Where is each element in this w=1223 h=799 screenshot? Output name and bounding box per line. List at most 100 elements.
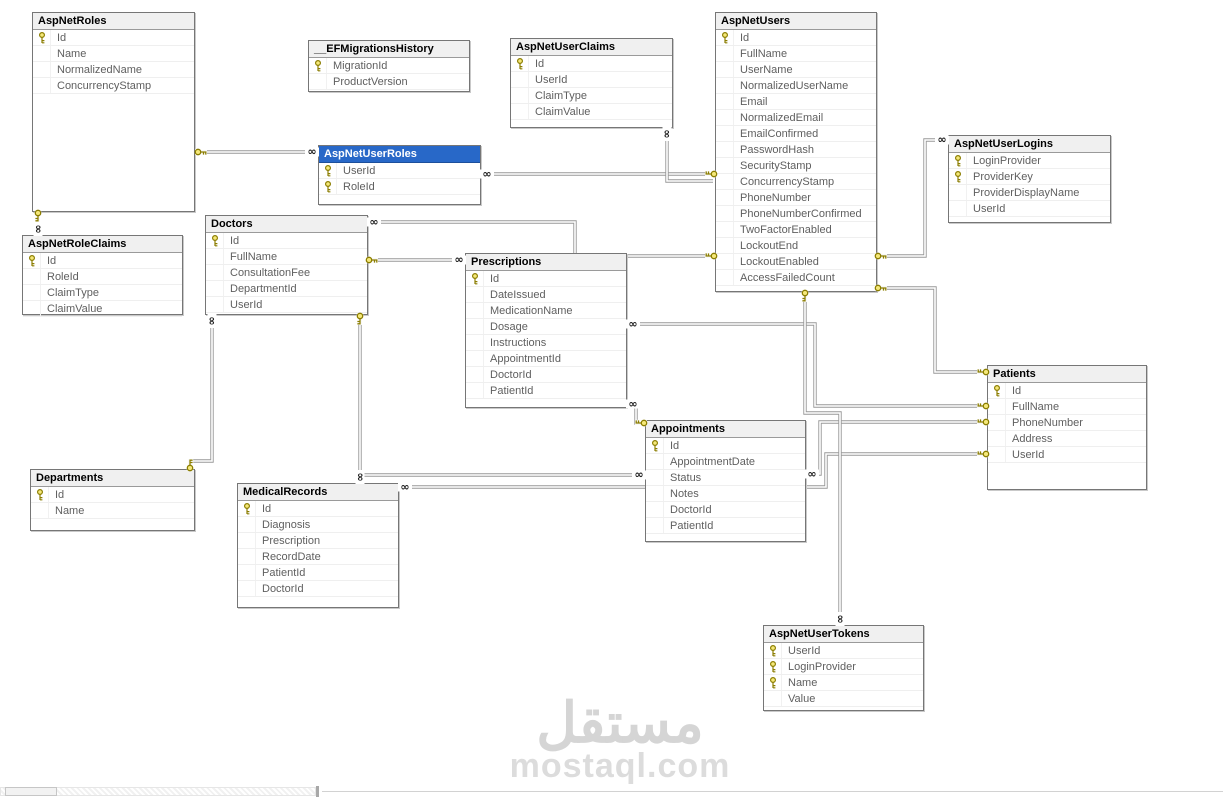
column-row[interactable]: PhoneNumber <box>716 190 876 206</box>
table-title[interactable]: Doctors <box>206 216 367 233</box>
column-row[interactable]: Address <box>988 431 1146 447</box>
column-row[interactable]: DoctorId <box>646 502 805 518</box>
column-row[interactable]: Id <box>31 487 194 503</box>
table-title[interactable]: AspNetUserTokens <box>764 626 923 643</box>
column-row[interactable]: RoleId <box>23 269 182 285</box>
column-row[interactable]: MigrationId <box>309 58 469 74</box>
column-row[interactable]: Id <box>238 501 398 517</box>
relationship-Patients-Prescriptions[interactable] <box>627 322 987 408</box>
column-row[interactable]: Id <box>23 253 182 269</box>
column-row[interactable]: PatientId <box>646 518 805 534</box>
relationship-AspNetUsers-AspNetUserTokens[interactable] <box>803 292 842 625</box>
column-row[interactable]: Diagnosis <box>238 517 398 533</box>
column-row[interactable]: LoginProvider <box>949 153 1110 169</box>
column-row[interactable]: ConcurrencyStamp <box>716 174 876 190</box>
column-row[interactable]: PhoneNumberConfirmed <box>716 206 876 222</box>
column-row[interactable]: Id <box>646 438 805 454</box>
column-row[interactable]: ClaimType <box>511 88 672 104</box>
table-title[interactable]: Departments <box>31 470 194 487</box>
column-row[interactable]: DepartmentId <box>206 281 367 297</box>
column-row[interactable]: PatientId <box>238 565 398 581</box>
column-row[interactable]: UserName <box>716 62 876 78</box>
column-row[interactable]: Name <box>31 503 194 519</box>
column-row[interactable]: UserId <box>511 72 672 88</box>
relationship-AspNetUsers-Patients[interactable] <box>877 286 987 374</box>
column-row[interactable]: ConcurrencyStamp <box>33 78 194 94</box>
relationship-Patients-Appointments[interactable] <box>806 420 987 476</box>
column-row[interactable]: Prescription <box>238 533 398 549</box>
column-row[interactable]: ClaimValue <box>23 301 182 317</box>
column-row[interactable]: FullName <box>716 46 876 62</box>
table-title[interactable]: AspNetUserClaims <box>511 39 672 56</box>
table-title[interactable]: AspNetRoleClaims <box>23 236 182 253</box>
column-row[interactable]: PatientId <box>466 383 626 399</box>
relationship-Appointments-Prescriptions[interactable] <box>627 402 645 425</box>
table-title[interactable]: AspNetUsers <box>716 13 876 30</box>
relationship-MedicalRecords-Patients[interactable] <box>399 452 987 489</box>
column-row[interactable]: EmailConfirmed <box>716 126 876 142</box>
column-row[interactable]: Id <box>988 383 1146 399</box>
column-row[interactable]: Name <box>764 675 923 691</box>
column-row[interactable]: Status <box>646 470 805 486</box>
table-title[interactable]: AspNetUserRoles <box>319 146 480 163</box>
column-row[interactable]: Notes <box>646 486 805 502</box>
column-row[interactable]: DoctorId <box>238 581 398 597</box>
column-row[interactable]: NormalizedName <box>33 62 194 78</box>
scrollbar-thumb[interactable] <box>5 787 57 796</box>
column-row[interactable]: FullName <box>988 399 1146 415</box>
column-row[interactable]: PhoneNumber <box>988 415 1146 431</box>
column-row[interactable]: DateIssued <box>466 287 626 303</box>
column-row[interactable]: RecordDate <box>238 549 398 565</box>
table-title[interactable]: Patients <box>988 366 1146 383</box>
column-row[interactable]: Name <box>33 46 194 62</box>
column-row[interactable]: TwoFactorEnabled <box>716 222 876 238</box>
column-row[interactable]: AppointmentId <box>466 351 626 367</box>
column-row[interactable]: UserId <box>319 163 480 179</box>
table-title[interactable]: MedicalRecords <box>238 484 398 501</box>
column-row[interactable]: ProviderKey <box>949 169 1110 185</box>
table-title[interactable]: Prescriptions <box>466 254 626 271</box>
column-row[interactable]: FullName <box>206 249 367 265</box>
table-title[interactable]: AspNetRoles <box>33 13 194 30</box>
column-row[interactable]: Id <box>511 56 672 72</box>
table-title[interactable]: AspNetUserLogins <box>949 136 1110 153</box>
column-row[interactable]: NormalizedUserName <box>716 78 876 94</box>
column-row[interactable]: AccessFailedCount <box>716 270 876 286</box>
pane-splitter[interactable] <box>316 786 319 797</box>
relationship-AspNetUsers-AspNetUserLogins[interactable] <box>877 138 948 258</box>
column-row[interactable]: LoginProvider <box>764 659 923 675</box>
column-row[interactable]: ProductVersion <box>309 74 469 90</box>
column-row[interactable]: UserId <box>206 297 367 313</box>
column-row[interactable]: MedicationName <box>466 303 626 319</box>
column-row[interactable]: UserId <box>949 201 1110 217</box>
column-row[interactable]: LockoutEnd <box>716 238 876 254</box>
column-row[interactable]: UserId <box>988 447 1146 463</box>
column-row[interactable]: DoctorId <box>466 367 626 383</box>
column-row[interactable]: ConsultationFee <box>206 265 367 281</box>
relationship-Doctors-AspNetUsers[interactable] <box>368 220 715 258</box>
column-row[interactable]: NormalizedEmail <box>716 110 876 126</box>
column-row[interactable]: Id <box>206 233 367 249</box>
column-row[interactable]: PasswordHash <box>716 142 876 158</box>
column-row[interactable]: Value <box>764 691 923 707</box>
scrollbar-track[interactable] <box>0 787 316 796</box>
column-row[interactable]: RoleId <box>319 179 480 195</box>
relationship-AspNetUserClaims-AspNetUsers[interactable] <box>665 128 713 183</box>
column-row[interactable]: Dosage <box>466 319 626 335</box>
horizontal-scrollbar[interactable] <box>0 786 1223 797</box>
table-title[interactable]: Appointments <box>646 421 805 438</box>
column-row[interactable]: ProviderDisplayName <box>949 185 1110 201</box>
